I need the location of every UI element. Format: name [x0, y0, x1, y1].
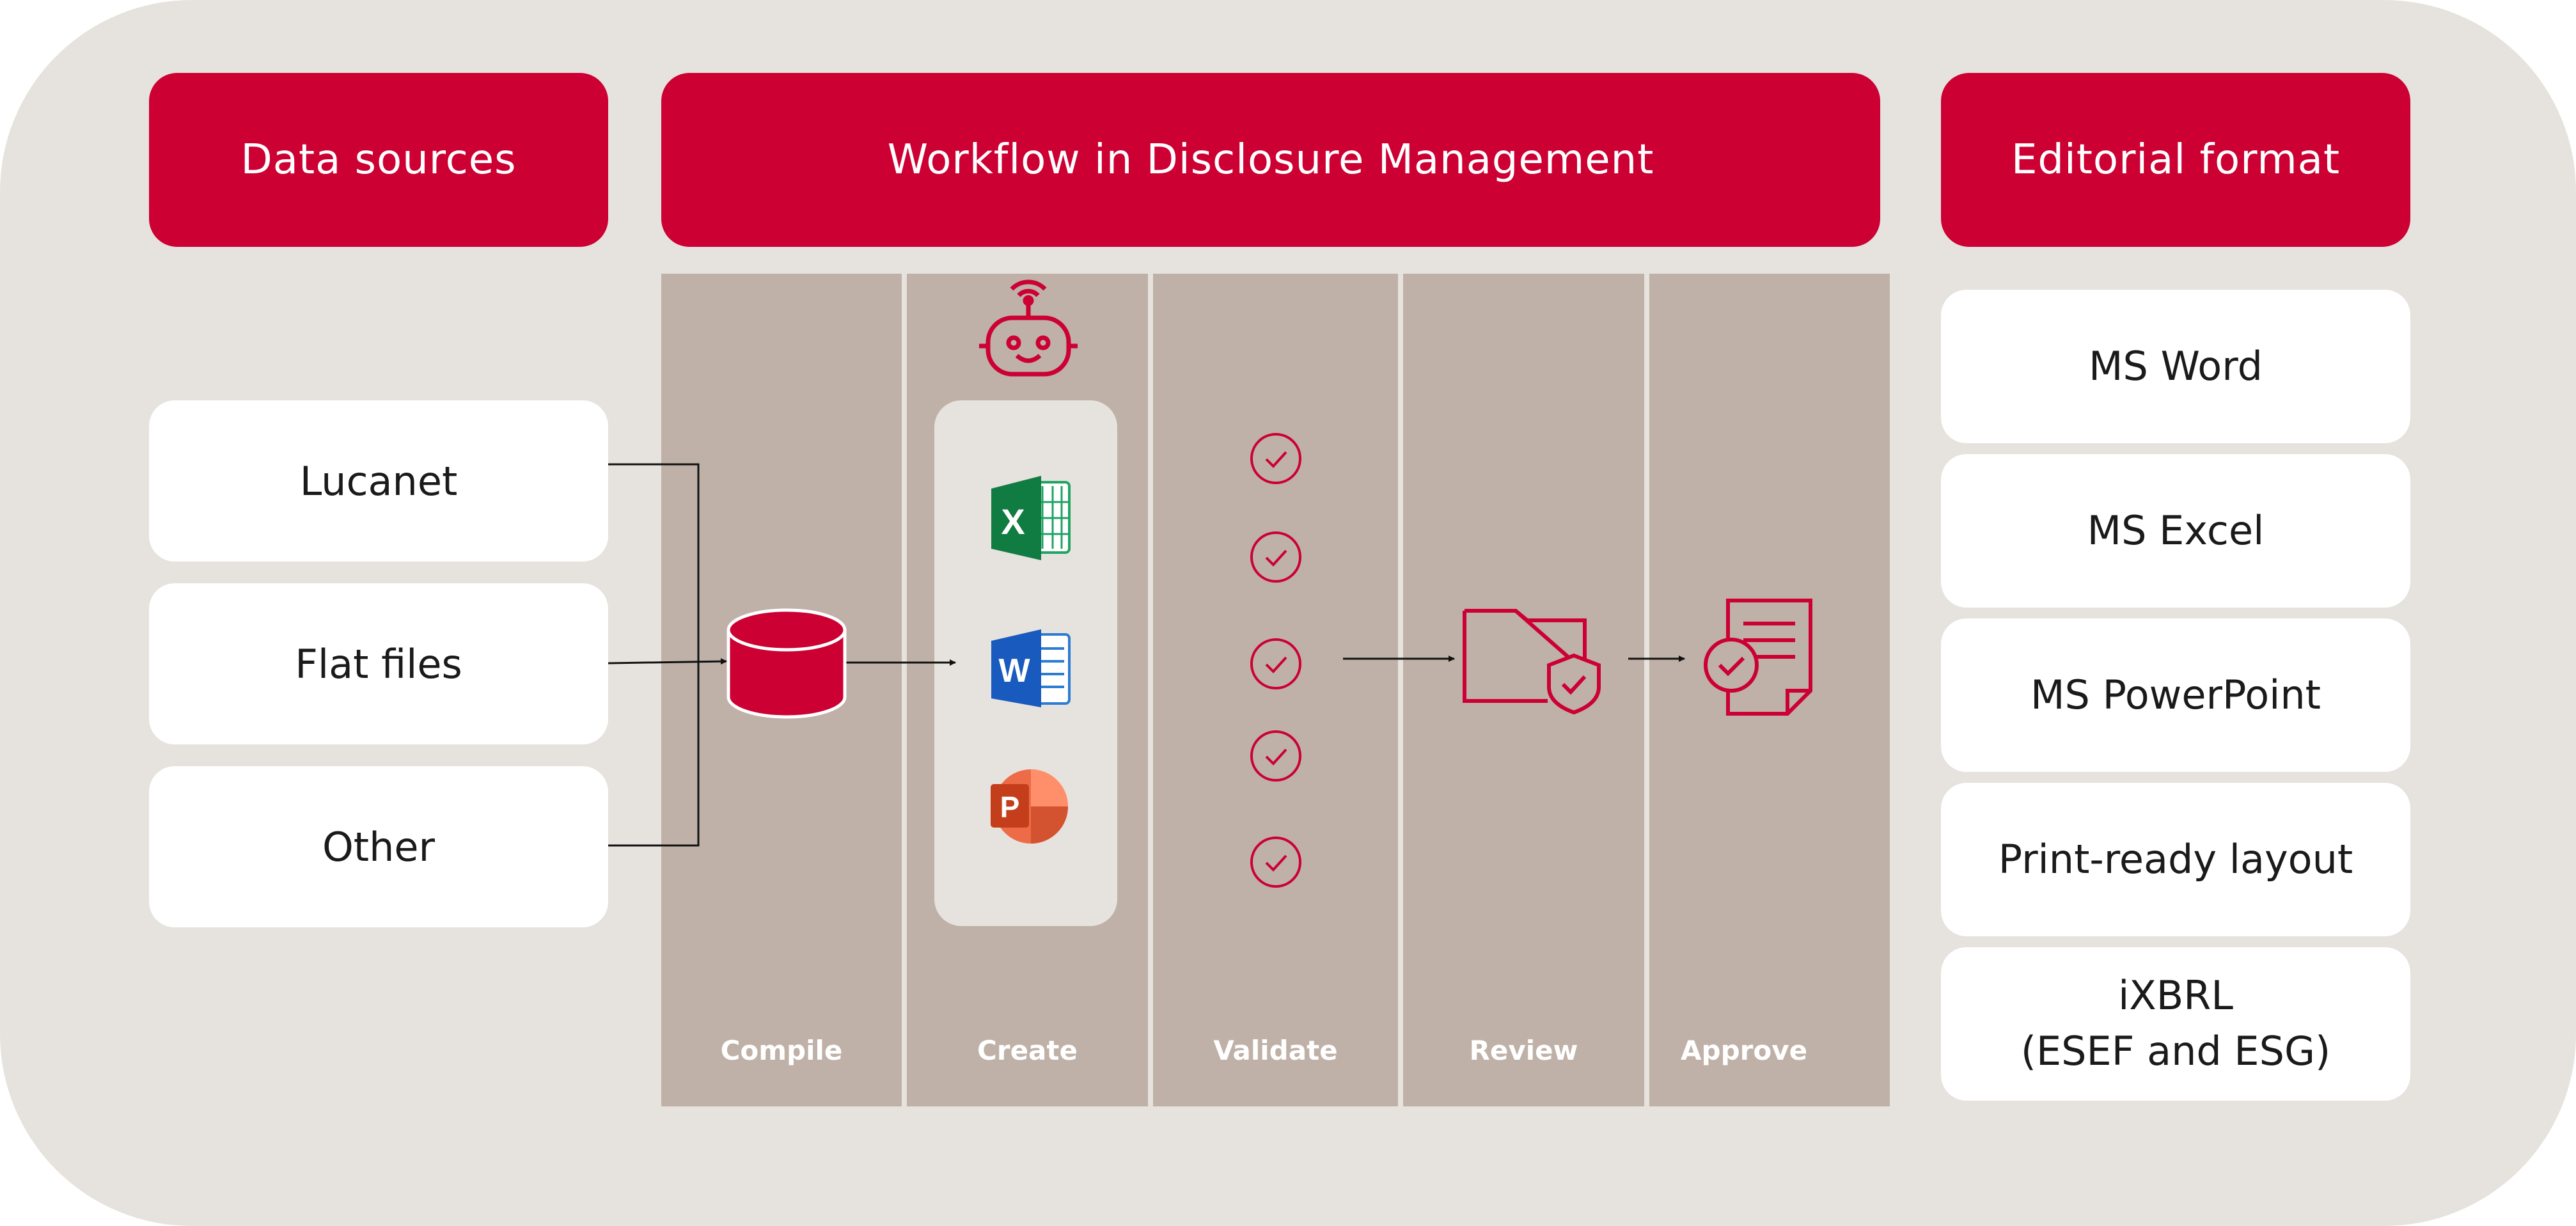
validate-checks [1250, 433, 1301, 888]
header-editorial-format: Editorial format [1941, 73, 2410, 247]
stage-label-validate: Validate [1213, 1034, 1338, 1066]
excel-icon: X [991, 476, 1071, 560]
source-card-flat-files: Flat files [149, 583, 608, 744]
format-card-ms-word: MS Word [1941, 290, 2410, 443]
format-card-ixbrl: iXBRL (ESEF and ESG) [1941, 947, 2410, 1101]
source-label-other: Other [322, 823, 436, 870]
connector-flat-files [608, 658, 727, 665]
check-circle-icon [1250, 638, 1301, 689]
check-circle-icon [1250, 531, 1301, 583]
database-icon [726, 608, 847, 719]
stage-label-review: Review [1469, 1034, 1578, 1066]
folder-shield-icon [1463, 609, 1601, 715]
stage-column-validate [1153, 274, 1398, 1106]
powerpoint-icon: P [991, 769, 1068, 844]
check-circle-icon [1250, 433, 1301, 484]
source-card-other: Other [149, 766, 608, 927]
stage-column-review [1403, 274, 1644, 1106]
format-card-ms-powerpoint: MS PowerPoint [1941, 618, 2410, 772]
word-icon: W [991, 629, 1071, 707]
robot-icon [979, 279, 1078, 377]
stage-label-create: Create [977, 1034, 1078, 1066]
source-connectors [608, 463, 1685, 847]
header-data-sources: Data sources [149, 73, 608, 247]
approved-document-icon [1704, 599, 1812, 716]
powerpoint-letter: P [1000, 790, 1020, 824]
check-circle-icon [1250, 730, 1301, 782]
stage-column-approve [1649, 274, 1890, 1106]
word-letter: W [998, 652, 1030, 689]
format-card-ms-excel: MS Excel [1941, 454, 2410, 608]
excel-letter: X [1001, 501, 1025, 542]
stage-label-approve: Approve [1681, 1034, 1808, 1066]
check-circle-icon [1250, 837, 1301, 888]
connector-lucanet [608, 463, 700, 661]
header-workflow: Workflow in Disclosure Management [661, 73, 1880, 247]
source-label-lucanet: Lucanet [299, 457, 458, 505]
format-card-print-ready-layout: Print-ready layout [1941, 783, 2410, 936]
source-card-lucanet: Lucanet [149, 400, 608, 562]
stage-label-compile: Compile [720, 1034, 843, 1066]
connector-other [608, 661, 700, 847]
source-label-flat-files: Flat files [295, 640, 462, 688]
